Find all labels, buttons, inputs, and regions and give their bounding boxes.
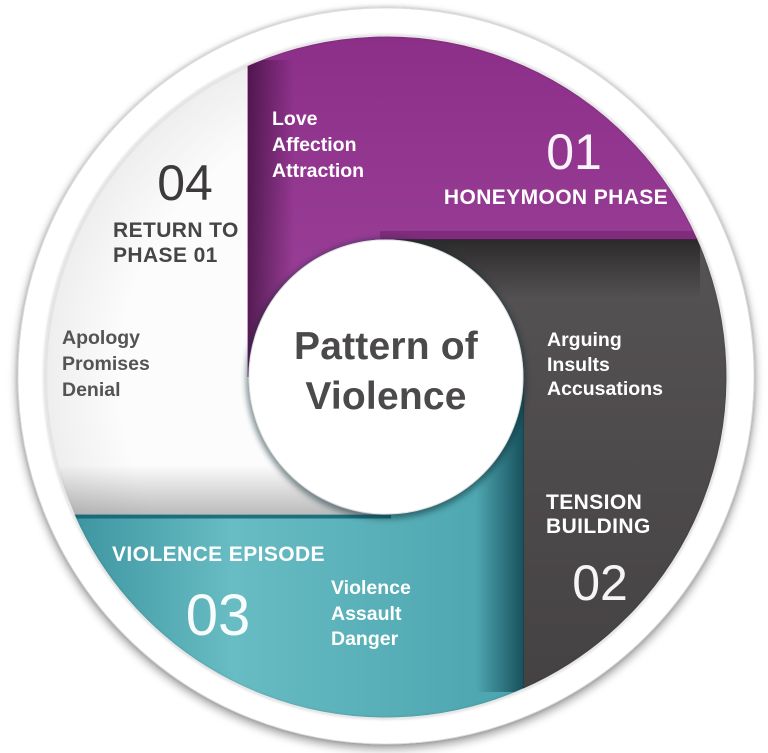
- phase-04-item: Promises: [62, 353, 150, 375]
- phase-03-number: 03: [185, 583, 251, 648]
- phase-01-item: Affection: [272, 134, 357, 156]
- center-circle: [248, 239, 524, 515]
- phase-03-name: VIOLENCE EPISODE: [112, 543, 325, 566]
- phase-04-items: Apology Promises Denial: [62, 325, 150, 403]
- phase-04-name: RETURN TO PHASE 01: [113, 219, 239, 267]
- phase-02-name: TENSION BUILDING: [546, 491, 651, 538]
- phase-04-item: Apology: [62, 327, 140, 349]
- center-title-line-1: Pattern of: [293, 325, 478, 368]
- purple-bottom-dark-strip: [380, 231, 697, 239]
- phase-03-item: Violence: [331, 577, 411, 599]
- phase-02-number: 02: [572, 555, 628, 611]
- phase-04-item: Denial: [62, 379, 121, 401]
- phase-02-item: Insults: [547, 353, 610, 376]
- phase-03-item: Assault: [331, 602, 402, 625]
- phase-01-name: HONEYMOON PHASE: [443, 186, 669, 209]
- phase-02-item: Arguing: [547, 329, 622, 351]
- center-title: Pattern of Violence: [236, 322, 536, 422]
- teal-top-dark-strip: [75, 515, 391, 519]
- phase-01-item: Attraction: [272, 160, 365, 182]
- phase-01-item: Love: [272, 108, 318, 130]
- phase-01-number: 01: [546, 124, 602, 180]
- phase-01-items: Love Affection Attraction: [272, 106, 364, 184]
- phase-03-item: Danger: [331, 628, 399, 650]
- center-title-line-2: Violence: [305, 375, 467, 418]
- inner-ring-seam: [43, 34, 729, 720]
- phase-02-items: Arguing Insults Accusations: [547, 328, 663, 402]
- phase-04-number: 04: [157, 155, 213, 211]
- phase-02-item: Accusations: [547, 378, 663, 400]
- phase-03-items: Violence Assault Danger: [331, 576, 411, 653]
